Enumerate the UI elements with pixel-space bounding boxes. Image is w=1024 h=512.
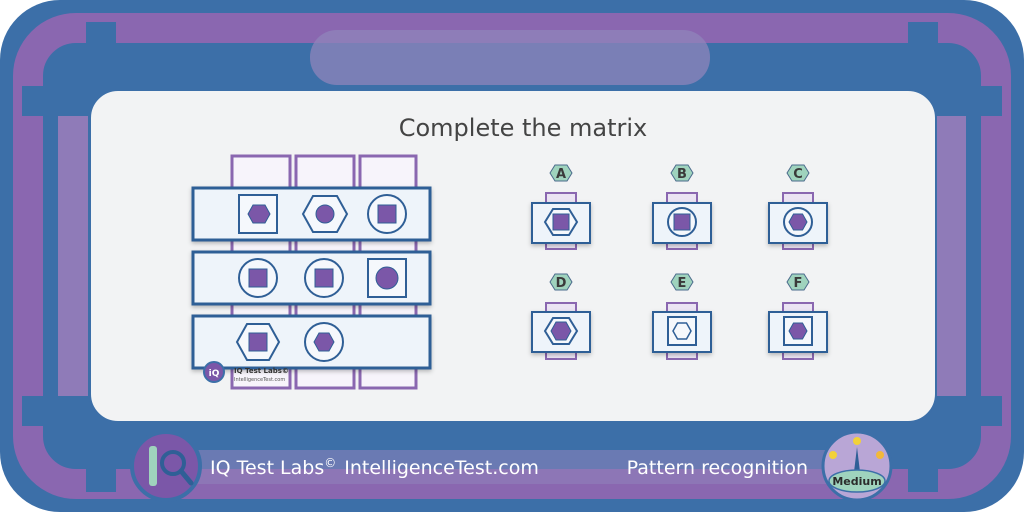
option-badge <box>549 273 573 291</box>
option-badge <box>786 164 810 182</box>
footer-category: Pattern recognition <box>627 457 808 479</box>
matrix-cell-circle-hexagon <box>304 322 344 362</box>
option-b-letter: B <box>677 167 687 182</box>
option-c[interactable]: C <box>768 164 828 250</box>
option-d[interactable]: D <box>531 273 591 360</box>
puzzle-title: Complete the matrix <box>399 114 648 142</box>
footer-brand: IQ Test Labs©IntelligenceTest.com <box>210 456 539 479</box>
iq-test-labs-watermark: iQ IQ Test Labs© IntelligenceTest.com <box>203 361 289 383</box>
option-badge <box>670 164 694 182</box>
left-side-bar <box>58 116 88 396</box>
option-d-letter: D <box>556 276 567 291</box>
option-a[interactable]: A <box>531 164 591 250</box>
option-c-letter: C <box>793 167 803 182</box>
iq-magnifier-logo-icon <box>130 430 202 502</box>
matrix-cell-square-circle <box>367 258 407 298</box>
watermark-brand: IQ Test Labs© <box>234 367 289 375</box>
option-b[interactable]: B <box>652 164 712 250</box>
option-badge <box>786 273 810 291</box>
medium-face-icon <box>853 437 861 445</box>
gauge-needle-icon <box>854 447 860 472</box>
svg-text:iQ: iQ <box>209 369 220 379</box>
matrix-cell-hexagon-circle <box>301 195 349 233</box>
option-e-letter: E <box>678 276 687 291</box>
option-e[interactable]: E <box>652 273 712 360</box>
option-a-letter: A <box>556 167 566 182</box>
answer-options: A B C D <box>531 164 828 360</box>
footer-bar <box>150 450 870 484</box>
option-badge <box>549 164 573 182</box>
footer: IQ Test Labs©IntelligenceTest.com Patter… <box>130 430 893 502</box>
iq-logo-icon <box>203 361 225 383</box>
difficulty-gauge: Medium <box>821 430 893 502</box>
right-side-bar <box>936 116 966 396</box>
top-pill <box>310 30 710 85</box>
matrix: iQ IQ Test Labs© IntelligenceTest.com <box>191 154 432 390</box>
difficulty-label: Medium <box>832 475 881 488</box>
hard-face-icon <box>876 451 884 459</box>
matrix-cell-circle-square <box>367 194 407 234</box>
matrix-cell-circle-square <box>304 258 344 298</box>
matrix-cell-hexagon-square <box>235 323 281 361</box>
matrix-cell-circle-square <box>238 258 278 298</box>
watermark-site: IntelligenceTest.com <box>234 377 285 383</box>
easy-face-icon <box>829 451 837 459</box>
option-badge <box>670 273 694 291</box>
option-f-letter: F <box>794 276 803 291</box>
option-f[interactable]: F <box>768 273 828 360</box>
matrix-cell-square-hexagon <box>238 194 278 234</box>
